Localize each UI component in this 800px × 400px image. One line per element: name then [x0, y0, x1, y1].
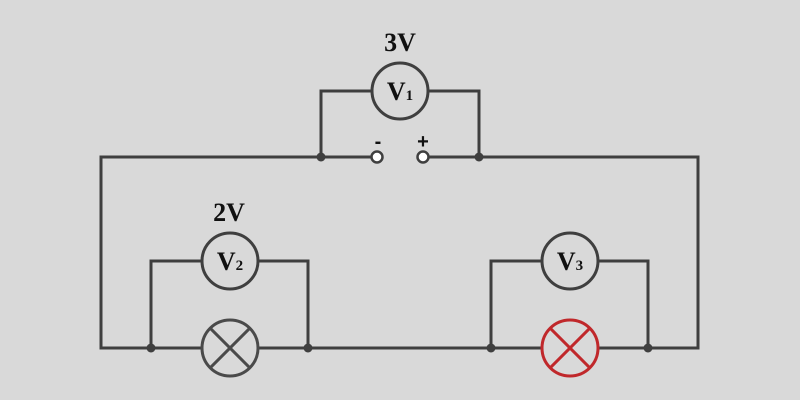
voltmeter-v1-branch [319, 89, 481, 157]
junction-node [486, 343, 496, 353]
v2-left-lead [149, 259, 202, 348]
voltmeter-v2: 2V V2 [200, 198, 260, 291]
bulb-icon [200, 318, 260, 378]
lamp-right-cross-b [549, 327, 591, 369]
positive-terminal [416, 150, 430, 164]
negative-terminal-label: - [375, 131, 382, 153]
voltmeter-v2-label: V2 [217, 247, 243, 276]
junction-node [643, 343, 653, 353]
junction-node [316, 152, 326, 162]
voltmeter-v2-reading: 2V [213, 198, 245, 227]
negative-terminal [370, 150, 384, 164]
voltmeter-v2-dial [200, 231, 260, 291]
junction-node [474, 152, 484, 162]
v3-right-lead [598, 259, 650, 348]
v1-left-lead [319, 89, 372, 157]
voltmeter-v3-dial [540, 231, 600, 291]
junction-node [146, 343, 156, 353]
voltmeter-v3-label: V3 [557, 247, 583, 276]
lamp-left-cross-b [209, 327, 251, 369]
voltmeter-v3: V3 [540, 231, 600, 291]
v3-left-lead [489, 259, 542, 348]
voltmeter-v1-dial [370, 61, 430, 121]
bulb-icon [540, 318, 600, 378]
v2-right-lead [258, 259, 310, 348]
junction-node [303, 343, 313, 353]
v1-right-lead [428, 89, 481, 157]
main-circuit-wires [99, 155, 700, 350]
power-source: - + [370, 131, 430, 164]
voltmeter-v1-reading: 3V [384, 28, 416, 57]
voltmeter-v1: 3V V1 [370, 28, 430, 121]
junction-nodes [146, 152, 653, 353]
voltmeter-v3-branch [489, 259, 650, 348]
voltmeter-v2-branch [149, 259, 310, 348]
voltmeter-v1-label: V1 [387, 77, 413, 106]
positive-terminal-label: + [417, 131, 429, 153]
